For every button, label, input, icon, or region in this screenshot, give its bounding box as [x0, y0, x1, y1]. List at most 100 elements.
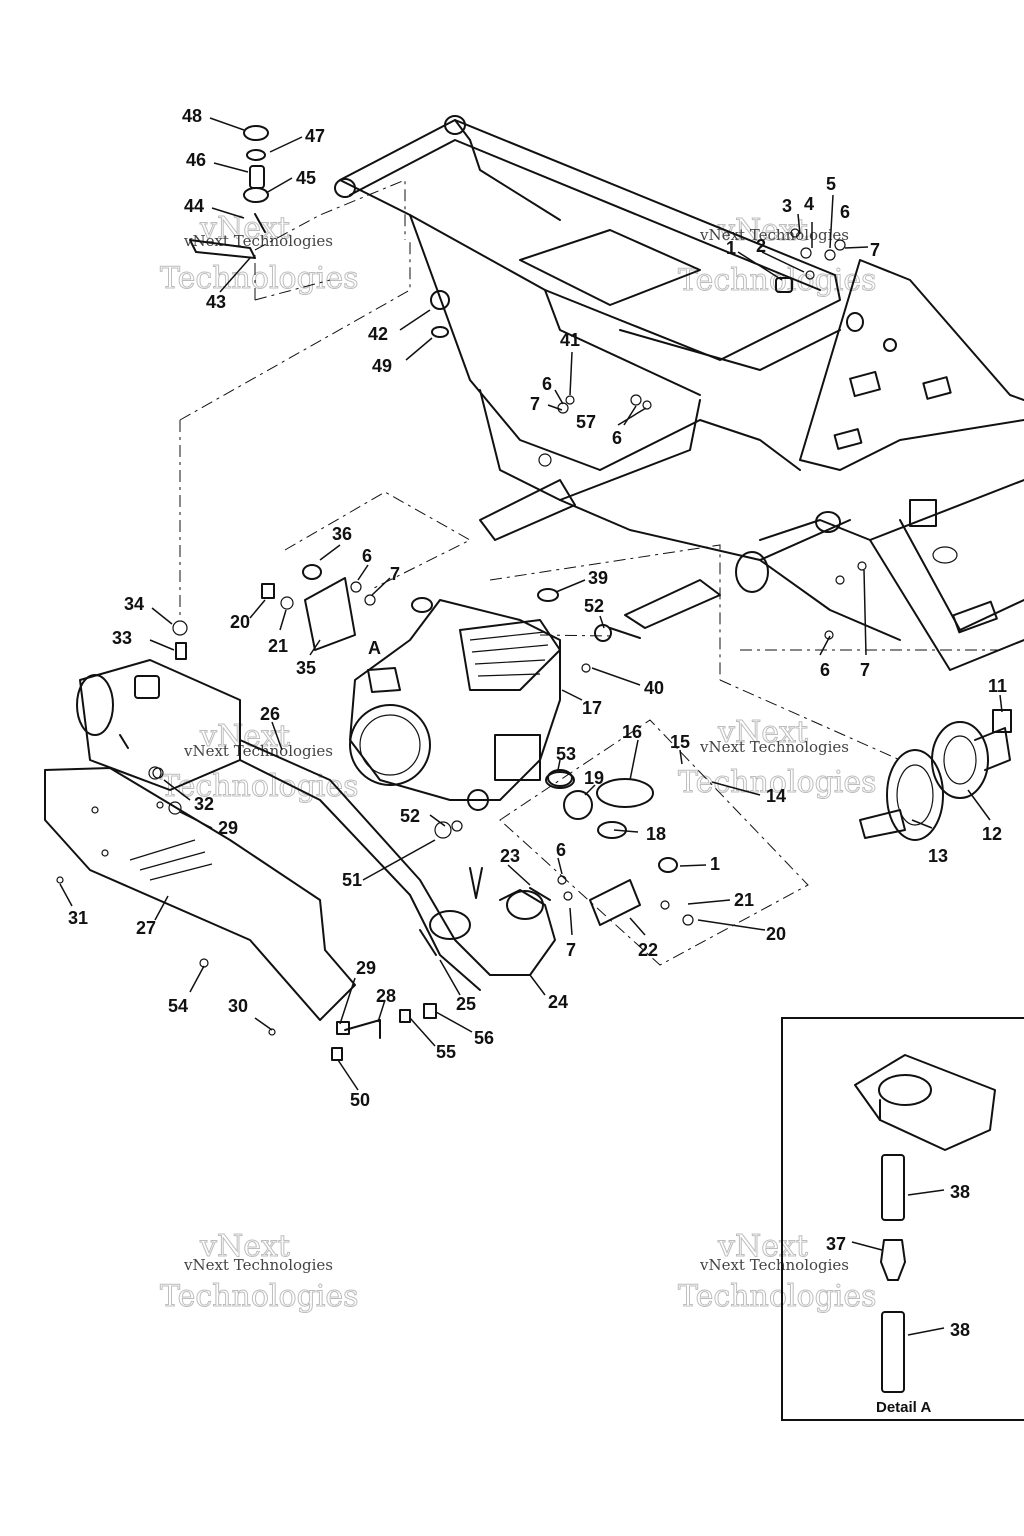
watermark-text: vNext	[717, 213, 808, 248]
callout-23: 23	[500, 846, 520, 866]
callout-37: 37	[826, 1234, 846, 1254]
callout-54: 54	[168, 996, 188, 1016]
callout-39: 39	[588, 568, 608, 588]
callout-34: 34	[124, 594, 144, 614]
callout-20: 20	[230, 612, 250, 632]
callout-18: 18	[646, 824, 666, 844]
callout-45: 45	[296, 168, 316, 188]
callout-52: 52	[584, 596, 604, 616]
detail-a-title: Detail A	[876, 1399, 931, 1416]
callout-38: 38	[950, 1182, 970, 1202]
callout-31: 31	[68, 908, 88, 928]
engine-mount-left	[261, 564, 376, 651]
callout-46: 46	[186, 150, 206, 170]
carburetor-bowl	[854, 1054, 996, 1151]
callout-6: 6	[820, 660, 830, 680]
callout-12: 12	[982, 824, 1002, 844]
detail-a-panel: Detail A	[781, 1017, 1024, 1421]
callout-51: 51	[342, 870, 362, 890]
watermark-text: Technologies	[160, 769, 359, 804]
leader-lines	[59, 117, 1003, 1091]
callout-52: 52	[400, 806, 420, 826]
assembly-lines	[179, 179, 1000, 966]
callout-6: 6	[556, 840, 566, 860]
callout-13: 13	[928, 846, 948, 866]
callout-7: 7	[390, 564, 400, 584]
detail-a-border	[781, 1017, 1024, 1421]
callout-29: 29	[218, 818, 238, 838]
callout-7: 7	[566, 940, 576, 960]
callout-4: 4	[804, 194, 814, 214]
callout-6: 6	[362, 546, 372, 566]
callout-53: 53	[556, 744, 576, 764]
watermark-top-left: vNext Technologies vNext Technologies	[160, 211, 360, 297]
watermark-bottom-left: vNext Technologies vNext Technologies	[160, 1229, 360, 1315]
detail-a-marker: A	[368, 638, 381, 658]
frame-hardware	[148, 125, 867, 839]
callout-35: 35	[296, 658, 316, 678]
callout-1: 1	[726, 238, 736, 258]
callout-17: 17	[582, 698, 602, 718]
watermark-text: vNext	[717, 1229, 808, 1264]
frame-chassis	[334, 115, 1024, 671]
engine-mount-right	[547, 769, 694, 926]
callout-55: 55	[436, 1042, 456, 1062]
callout-41: 41	[560, 330, 580, 350]
callout-22: 22	[638, 940, 658, 960]
callout-57: 57	[576, 412, 596, 432]
watermark-text: vNext Technologies	[183, 232, 333, 250]
exhaust-pipe	[239, 739, 556, 991]
callout-21: 21	[268, 636, 288, 656]
watermark-mid-left: vNext Technologies vNext Technologies	[160, 719, 360, 805]
fuel-filter	[880, 1239, 906, 1281]
watermark-text: Technologies	[160, 261, 359, 296]
callout-32: 32	[194, 794, 214, 814]
watermark-bottom-right: vNext Technologies vNext Technologies	[678, 1229, 878, 1315]
watermark-text: vNext	[199, 719, 290, 754]
watermark-text: vNext	[199, 211, 290, 246]
heat-shield	[44, 767, 356, 1021]
callout-14: 14	[766, 786, 786, 806]
watermark-text: Technologies	[678, 1279, 877, 1314]
watermark-top-right: vNext Technologies vNext Technologies	[678, 213, 878, 299]
drive-pulley	[859, 709, 1012, 841]
callout-20: 20	[766, 924, 786, 944]
watermark-mid-right: vNext Technologies vNext Technologies	[678, 715, 878, 801]
callout-19: 19	[584, 768, 604, 788]
watermark-text: vNext Technologies	[183, 1256, 333, 1274]
callout-42: 42	[368, 324, 388, 344]
callout-30: 30	[228, 996, 248, 1016]
callout-38: 38	[950, 1320, 970, 1340]
springs-and-hardware	[56, 767, 573, 1061]
watermark-text: vNext Technologies	[699, 1256, 849, 1274]
callout-6: 6	[542, 374, 552, 394]
callout-15: 15	[670, 732, 690, 752]
callout-21: 21	[734, 890, 754, 910]
callout-48: 48	[182, 106, 202, 126]
callout-1: 1	[710, 854, 720, 874]
callout-56: 56	[474, 1028, 494, 1048]
callout-50: 50	[350, 1090, 370, 1110]
callout-2: 2	[756, 236, 766, 256]
callout-36: 36	[332, 524, 352, 544]
callout-5: 5	[826, 174, 836, 194]
callout-24: 24	[548, 992, 568, 1012]
watermark-text: vNext Technologies	[183, 742, 333, 760]
callout-28: 28	[376, 986, 396, 1006]
callout-7: 7	[530, 394, 540, 414]
callout-47: 47	[305, 126, 325, 146]
callout-27: 27	[136, 918, 156, 938]
callout-43: 43	[206, 292, 226, 312]
callout-44: 44	[184, 196, 204, 216]
callout-7: 7	[860, 660, 870, 680]
watermark-text: Technologies	[678, 765, 877, 800]
callout-40: 40	[644, 678, 664, 698]
watermark-text: vNext	[717, 715, 808, 750]
callout-25: 25	[456, 994, 476, 1014]
callout-11: 11	[988, 676, 1007, 696]
callout-6: 6	[612, 428, 622, 448]
callout-26: 26	[260, 704, 280, 724]
callout-3: 3	[782, 196, 792, 216]
fuel-line-lower	[881, 1311, 905, 1393]
